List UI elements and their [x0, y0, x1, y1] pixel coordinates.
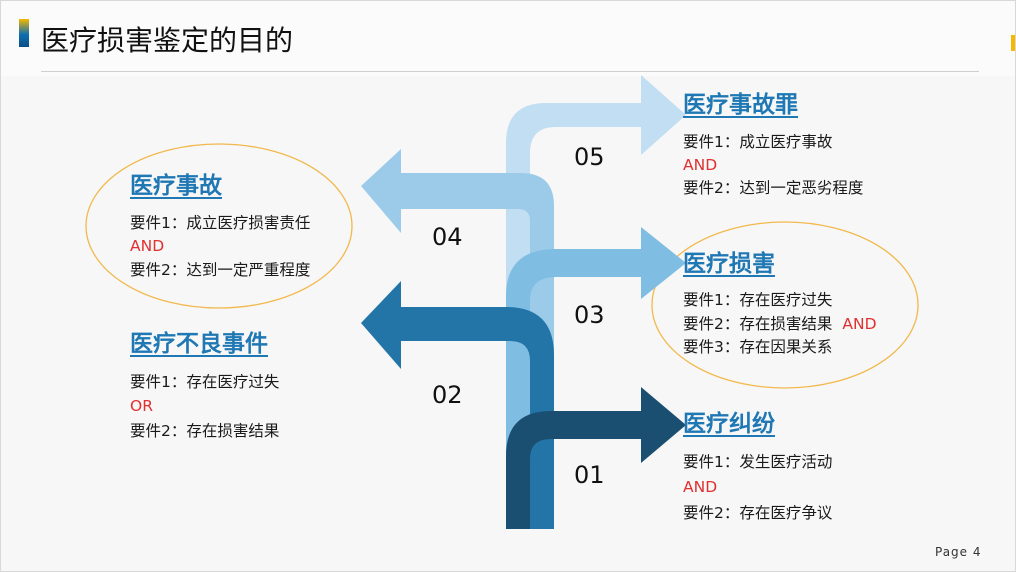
arrow-01-number: 01: [574, 461, 605, 489]
damage-heading[interactable]: 医疗损害: [683, 251, 775, 277]
accident-highlight-oval: [85, 143, 353, 309]
adverse-event-requirement-1: 要件1：存在医疗过失: [130, 373, 280, 391]
arrow-04-number: 04: [432, 223, 463, 251]
crime-heading[interactable]: 医疗事故罪: [683, 92, 798, 118]
arrow-02-number: 02: [432, 381, 463, 409]
arrow-03-number: 03: [574, 301, 605, 329]
dispute-requirement-1: 要件1：发生医疗活动: [683, 453, 833, 471]
accident-requirement-2: 要件2：达到一定严重程度: [130, 261, 311, 279]
damage-highlight-oval: [651, 221, 919, 389]
crime-operator: AND: [683, 156, 718, 174]
page-number: Page 4: [935, 545, 982, 559]
adverse-event-operator: OR: [130, 397, 153, 415]
arrow-05-number: 05: [574, 143, 605, 171]
accident-requirement-1: 要件1：成立医疗损害责任: [130, 214, 311, 232]
title-divider: [41, 71, 979, 72]
adverse-event-heading[interactable]: 医疗不良事件: [130, 331, 268, 357]
title-accent-bar: [19, 19, 29, 47]
dispute-operator: AND: [683, 478, 718, 496]
corner-accent-mark: [1011, 35, 1015, 51]
adverse-event-requirement-2: 要件2：存在损害结果: [130, 422, 280, 440]
damage-requirement-1: 要件1：存在医疗过失: [683, 291, 833, 309]
accident-heading[interactable]: 医疗事故: [130, 173, 222, 199]
crime-requirement-1: 要件1：成立医疗事故: [683, 133, 833, 151]
crime-requirement-2: 要件2：达到一定恶劣程度: [683, 179, 864, 197]
damage-requirement-3: 要件3：存在因果关系: [683, 338, 833, 356]
dispute-heading[interactable]: 医疗纠纷: [683, 411, 775, 437]
arrow-02-shape: [361, 281, 554, 529]
arrow-01-shape: [506, 387, 686, 529]
damage-requirement-2-row: 要件2：存在损害结果 AND: [683, 314, 877, 334]
slide-title: 医疗损害鉴定的目的: [41, 24, 294, 57]
dispute-requirement-2: 要件2：存在医疗争议: [683, 504, 833, 522]
accident-operator: AND: [130, 237, 165, 255]
damage-requirement-2: 要件2：存在损害结果: [683, 315, 833, 333]
damage-operator: AND: [842, 315, 877, 333]
